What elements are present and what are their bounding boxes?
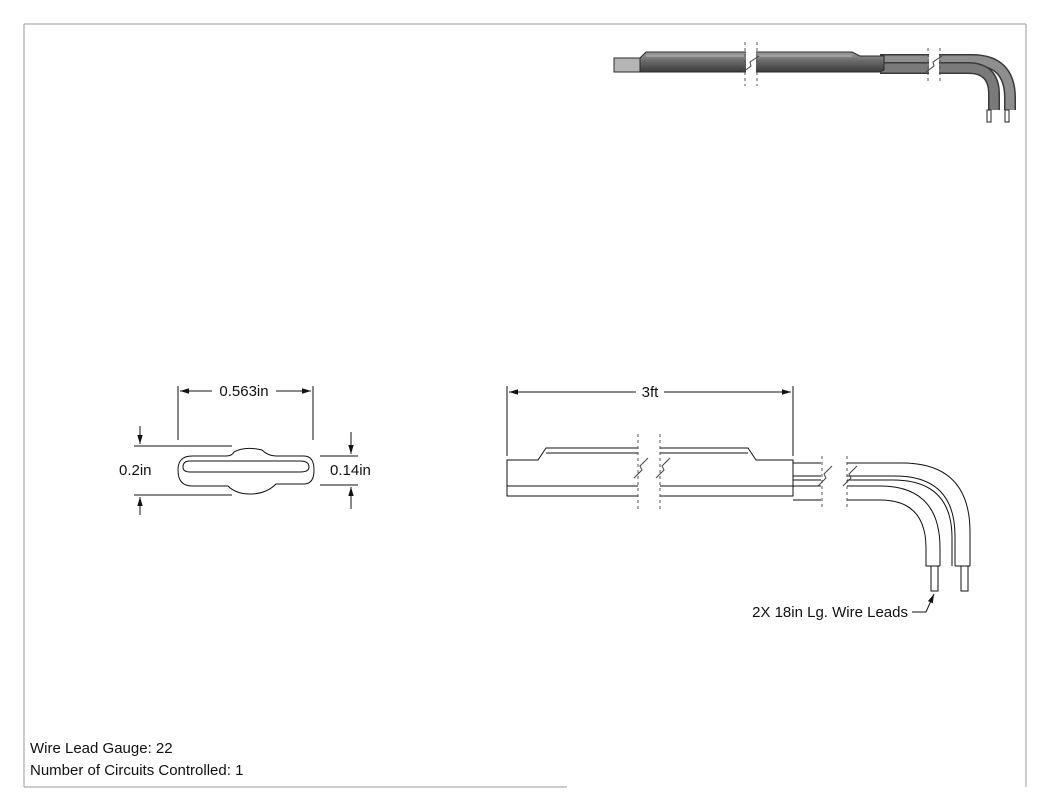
side-view-breaks <box>633 434 858 510</box>
end-view <box>177 447 315 495</box>
side-view-dimensions <box>506 386 794 456</box>
end-view-dimensions <box>134 386 358 515</box>
side-view <box>506 447 971 592</box>
wire-lead-leader <box>912 593 935 613</box>
dim-end-height-right: 0.14in <box>330 462 371 479</box>
dim-end-width: 0.563in <box>219 383 268 400</box>
sheet-border <box>23 23 1027 788</box>
isometric-view <box>613 42 1016 123</box>
note-circuits-controlled: Number of Circuits Controlled: 1 <box>30 762 244 779</box>
wire-lead-callout: 2X 18in Lg. Wire Leads <box>752 604 908 621</box>
dim-side-length: 3ft <box>642 384 660 401</box>
note-wire-lead-gauge: Wire Lead Gauge: 22 <box>30 740 173 757</box>
dim-end-height-left: 0.2in <box>119 462 152 479</box>
